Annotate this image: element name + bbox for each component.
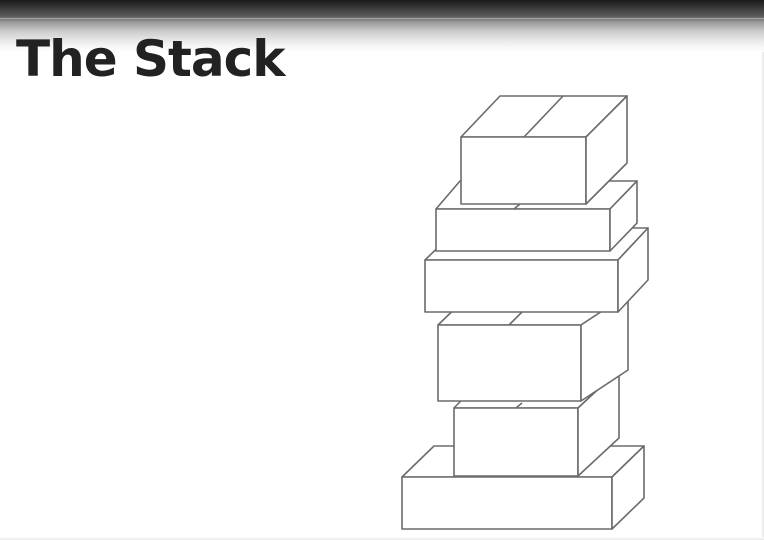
- header-highlight-line: [0, 18, 764, 19]
- stack-box-3-front: [437, 324, 582, 402]
- stack-box-2-front: [453, 407, 579, 477]
- stack-box-4-front: [424, 259, 619, 313]
- stack-box-1-side: [611, 445, 645, 530]
- stack-box-5-side: [609, 180, 638, 252]
- stack-box-5-front: [435, 208, 611, 252]
- slide-header-bar: [0, 0, 764, 52]
- stack-box-6-seam: [523, 95, 564, 138]
- stack-box-5-seam: [513, 203, 521, 210]
- stack-box-4-side: [617, 227, 649, 313]
- slide-title: The Stack: [16, 30, 286, 88]
- slide-right-edge: [761, 52, 764, 540]
- stack-box-6: [460, 95, 628, 205]
- stack-box-2-seam: [515, 402, 523, 409]
- stack-box-3-seam: [508, 311, 523, 326]
- stack-box-6-front: [460, 136, 587, 205]
- stack-box-6-side: [585, 95, 628, 205]
- stack-box-1-front: [401, 476, 613, 530]
- slide-bottom-edge: [0, 537, 764, 540]
